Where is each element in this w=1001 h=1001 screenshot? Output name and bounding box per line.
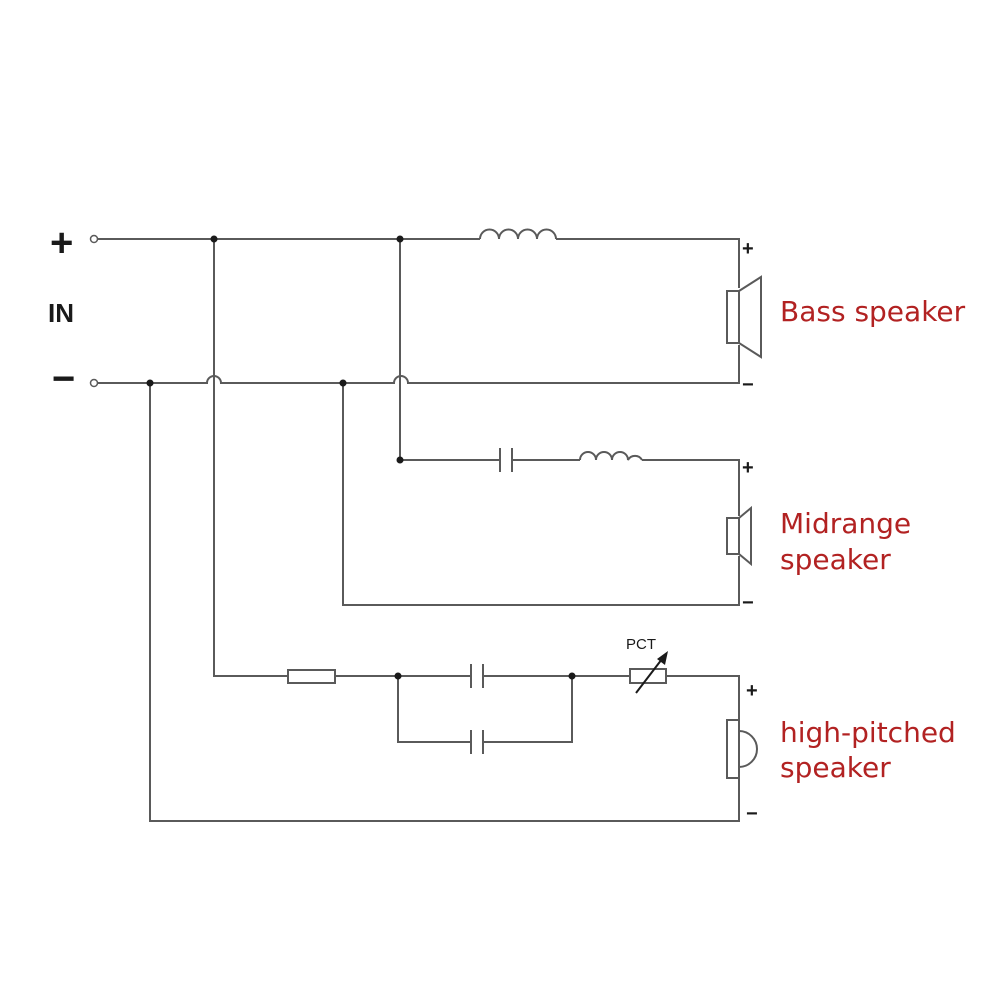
mid-speaker-label-line1: Midrange: [780, 507, 911, 540]
high-plus-sign: +: [746, 680, 758, 702]
bass-minus-sign: −: [742, 374, 754, 396]
high-capacitor-2: [470, 730, 484, 754]
mid-plus-sign: +: [742, 457, 754, 479]
junction-dot: [396, 235, 404, 243]
mid-inductor: [579, 451, 643, 464]
high-resistor: [287, 669, 336, 684]
high-speaker-label-line2: speaker: [780, 751, 891, 784]
input-plus-terminal: [89, 234, 99, 244]
bass-speaker-icon: [726, 275, 762, 359]
bass-speaker-label: Bass speaker: [780, 295, 966, 328]
input-minus-sign: −: [52, 357, 75, 401]
junction-dot: [394, 672, 402, 680]
mid-minus-wire: [342, 383, 740, 606]
bass-inductor: [479, 228, 557, 240]
mid-plus-wire: [642, 459, 740, 516]
ptc-label: PCT: [626, 636, 656, 653]
high-speaker-icon: [726, 719, 758, 779]
high-plus-wire: [666, 675, 740, 722]
input-minus-terminal: [89, 378, 99, 388]
bass-plus-sign: +: [742, 238, 754, 260]
mid-speaker-label-line2: speaker: [780, 543, 891, 576]
junction-dot: [146, 379, 154, 387]
high-minus-wire: [149, 383, 740, 822]
ptc-thermistor: [629, 651, 668, 694]
negative-bus-wire: [98, 345, 740, 384]
high-parallel-wire: [397, 676, 573, 743]
mid-feed-wire: [399, 239, 500, 461]
junction-dot: [210, 235, 218, 243]
input-label: IN: [48, 298, 74, 328]
high-capacitor-1: [470, 664, 484, 688]
mid-capacitor: [499, 448, 513, 472]
mid-speaker-icon: [726, 505, 752, 567]
high-minus-sign: −: [746, 803, 758, 825]
high-speaker-label-line1: high-pitched: [780, 716, 956, 749]
high-feed-wire: [213, 239, 288, 677]
junction-dot: [396, 456, 404, 464]
input-plus-sign: +: [50, 221, 73, 265]
mid-minus-sign: −: [742, 592, 754, 614]
bass-plus-wire: [556, 238, 740, 288]
junction-dot: [568, 672, 576, 680]
junction-dot: [339, 379, 347, 387]
